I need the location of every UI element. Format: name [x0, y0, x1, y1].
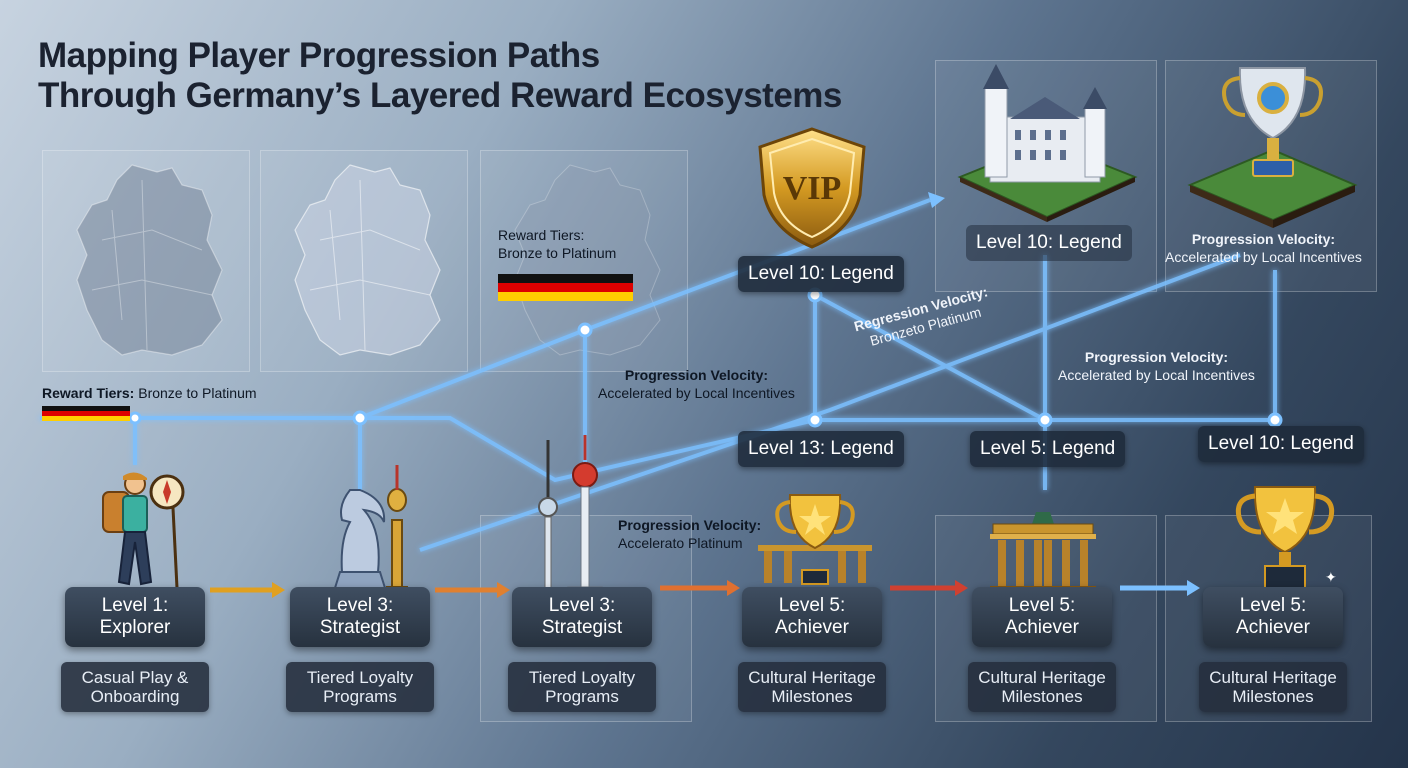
reward-tiers-top-line2: Bronze to Platinum	[498, 245, 617, 261]
germany-map-icon-1	[76, 164, 223, 356]
castle-icon	[957, 64, 1138, 222]
stage-level-line2: Achiever	[775, 617, 849, 638]
stage-desc-line2: Programs	[323, 687, 397, 706]
stage-level-line1: Level 5:	[1008, 595, 1076, 616]
page-title: Mapping Player Progression Paths Through…	[38, 36, 842, 116]
stage-desc-line1: Cultural Heritage	[978, 668, 1106, 687]
velocity-b-line1: Progression Velocity:	[1191, 231, 1336, 247]
node-label-castle-legend[interactable]: Level 10: Legend	[966, 225, 1132, 261]
node-label-right-legend[interactable]: Level 10: Legend	[1198, 426, 1364, 462]
node-label-level-5[interactable]: Level 5: Legend	[970, 431, 1126, 467]
chess-knight-tower-icon	[333, 465, 408, 592]
reward-tiers-left-rest: Bronze to Platinum	[134, 385, 257, 401]
trophy-pedestal-icon	[1187, 67, 1358, 228]
svg-text:✦: ✦	[1325, 569, 1337, 585]
reward-tiers-left: Reward Tiers: Bronze to Platinum	[42, 384, 257, 402]
stage-level-box[interactable]: Level 3:Strategist	[290, 587, 430, 647]
stage-level-line2: Strategist	[541, 617, 623, 638]
stage-level-line1: Level 1:	[101, 595, 169, 616]
stage-level-box[interactable]: Level 5:Achiever	[1203, 587, 1343, 647]
stage-level-box[interactable]: Level 5:Achiever	[742, 587, 882, 647]
stage-desc-line2: Milestones	[1001, 687, 1083, 706]
stage-level-line1: Level 3:	[326, 595, 394, 616]
reward-tiers-top: Reward Tiers: Bronze to Platinum	[498, 226, 616, 262]
title-line-1: Mapping Player Progression Paths	[38, 36, 600, 75]
german-flag-icon-top	[498, 274, 633, 301]
velocity-c-line2: Accelerated by Local Incentives	[1058, 367, 1255, 383]
germany-map-icon-2	[294, 164, 441, 356]
velocity-note-b: Progression Velocity: Accelerated by Loc…	[1165, 230, 1362, 266]
trophy-gate-icon	[758, 494, 872, 585]
tv-tower-icon	[538, 435, 603, 596]
trophy-icon: ✦	[1235, 486, 1337, 589]
title-line-2: Through Germany’s Layered Reward Ecosyst…	[38, 76, 842, 115]
vip-badge-text: VIP	[783, 170, 842, 207]
stage-level-box[interactable]: Level 3:Strategist	[512, 587, 652, 647]
hiker-compass-icon	[102, 472, 185, 589]
stage-level-line1: Level 5:	[1239, 595, 1307, 616]
brandenburg-gate-icon	[990, 512, 1096, 591]
stage-level-line1: Level 3:	[548, 595, 616, 616]
stage-desc-line1: Casual Play &	[81, 668, 189, 687]
velocity-d-line2: Accelerato Platinum	[618, 535, 743, 551]
velocity-a-line2: Accelerated by Local Incentives	[598, 385, 795, 401]
stage-level-line2: Strategist	[319, 617, 401, 638]
stage-level-line2: Explorer	[99, 617, 171, 638]
stage-desc-line1: Tiered Loyalty	[528, 668, 636, 687]
velocity-c-line1: Progression Velocity:	[1084, 349, 1229, 365]
velocity-b-line2: Accelerated by Local Incentives	[1165, 249, 1362, 265]
vip-shield-icon: VIP	[758, 127, 866, 249]
stage-desc-line1: Tiered Loyalty	[306, 668, 414, 687]
stage-desc-line2: Milestones	[771, 687, 853, 706]
velocity-note-a: Progression Velocity: Accelerated by Loc…	[598, 366, 795, 402]
stage-description-box: Casual Play &Onboarding	[61, 662, 209, 712]
reward-tiers-left-bold: Reward Tiers:	[42, 385, 135, 401]
stage-desc-line2: Programs	[545, 687, 619, 706]
node-label-level-13[interactable]: Level 13: Legend	[738, 431, 904, 467]
stage-level-box[interactable]: Level 1:Explorer	[65, 587, 205, 647]
velocity-a-line1: Progression Velocity:	[624, 367, 769, 383]
node-label-vip-legend[interactable]: Level 10: Legend	[738, 256, 904, 292]
german-flag-icon-left	[42, 406, 130, 421]
stage-level-line2: Achiever	[1236, 617, 1310, 638]
velocity-note-c: Progression Velocity: Accelerated by Loc…	[1058, 348, 1255, 384]
velocity-d-line1: Progression Velocity:	[618, 517, 762, 533]
germany-map-icon-3	[514, 164, 661, 356]
stage-level-box[interactable]: Level 5:Achiever	[972, 587, 1112, 647]
reward-tiers-top-line1: Reward Tiers:	[498, 227, 585, 243]
stage-desc-line2: Onboarding	[90, 687, 180, 706]
velocity-note-d: Progression Velocity: Accelerato Platinu…	[618, 516, 761, 552]
stage-desc-line2: Milestones	[1232, 687, 1314, 706]
stage-level-line1: Level 5:	[778, 595, 846, 616]
stage-desc-line1: Cultural Heritage	[1209, 668, 1337, 687]
stage-level-line2: Achiever	[1005, 617, 1079, 638]
stage-desc-line1: Cultural Heritage	[748, 668, 876, 687]
